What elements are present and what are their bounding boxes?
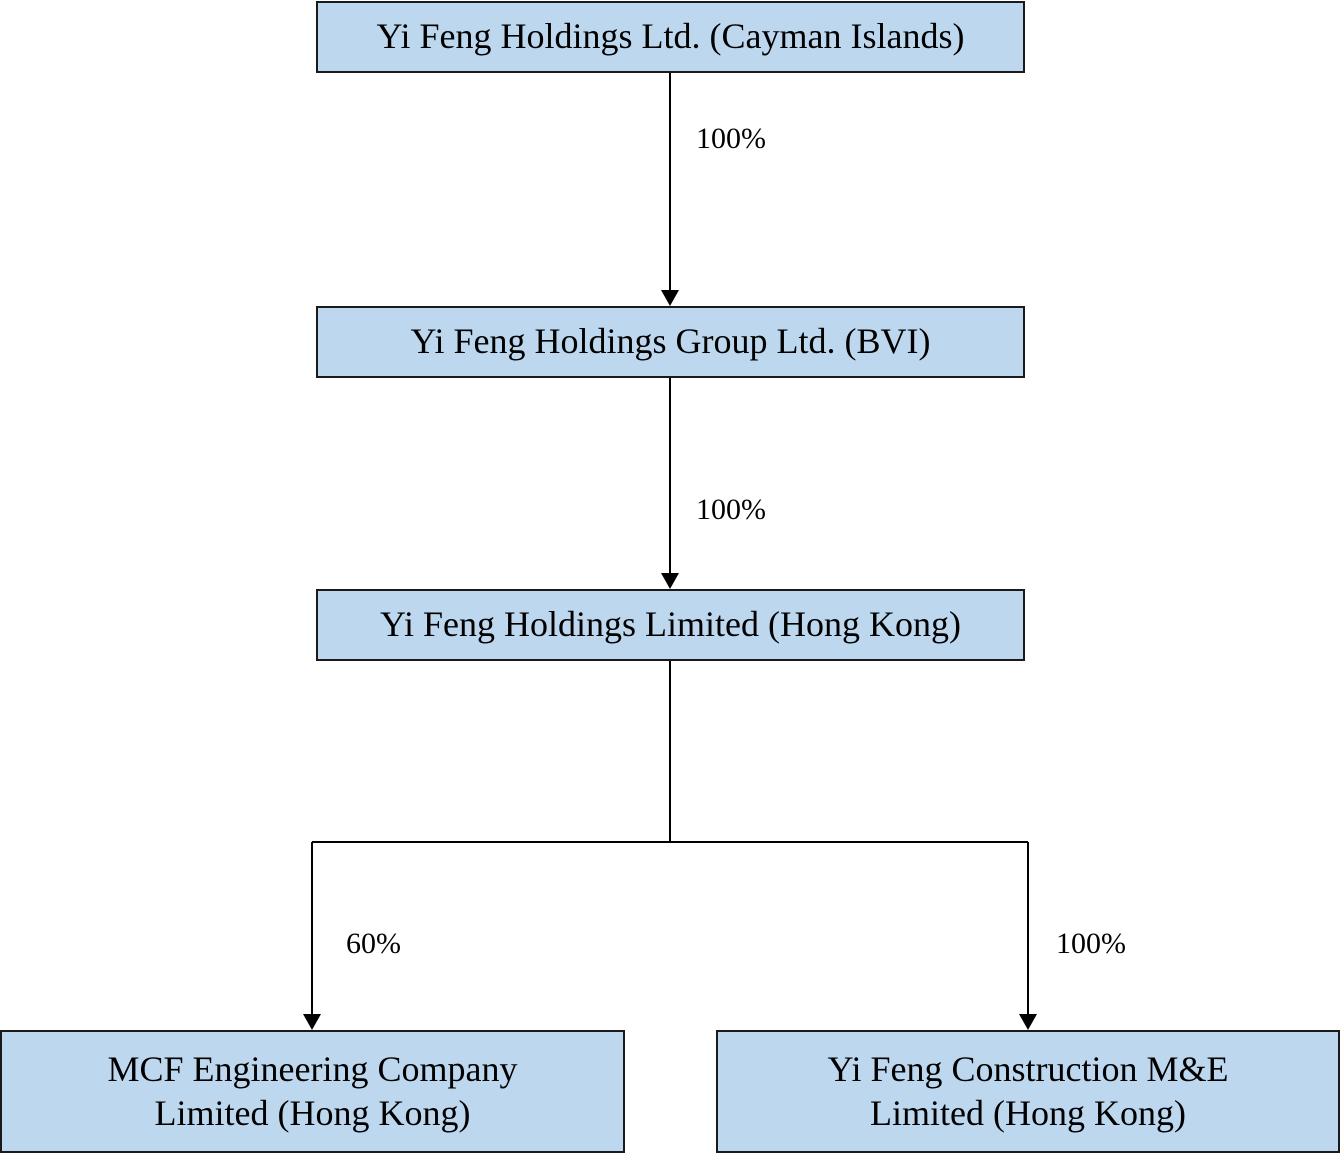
ownership-pct-bvi-hk: 100% [696, 493, 766, 526]
entity-label-me-line2: Limited (Hong Kong) [870, 1092, 1186, 1133]
ownership-pct-cayman-bvi: 100% [696, 122, 766, 155]
entity-box-construction-me: Yi Feng Construction M&E Limited (Hong K… [716, 1030, 1340, 1153]
entity-label-me-line1: Yi Feng Construction M&E [827, 1049, 1229, 1090]
arrowhead-mcf [303, 1014, 321, 1030]
entity-label-mcf-engineering: MCF Engineering Company Limited (Hong Ko… [108, 1048, 518, 1134]
arrowhead-bvi [661, 290, 679, 306]
entity-box-hong-kong: Yi Feng Holdings Limited (Hong Kong) [316, 589, 1025, 661]
arrowhead-hk [661, 573, 679, 589]
entity-label-hong-kong: Yi Feng Holdings Limited (Hong Kong) [380, 604, 961, 645]
ownership-pct-hk-mcf: 60% [346, 927, 401, 960]
entity-label-cayman: Yi Feng Holdings Ltd. (Cayman Islands) [376, 16, 965, 57]
arrowhead-me [1019, 1014, 1037, 1030]
entity-box-mcf-engineering: MCF Engineering Company Limited (Hong Ko… [0, 1030, 625, 1153]
entity-box-bvi: Yi Feng Holdings Group Ltd. (BVI) [316, 306, 1025, 378]
ownership-pct-hk-me: 100% [1056, 927, 1126, 960]
entity-label-mcf-line2: Limited (Hong Kong) [154, 1092, 471, 1133]
entity-label-construction-me: Yi Feng Construction M&E Limited (Hong K… [827, 1048, 1228, 1134]
entity-label-mcf-line1: MCF Engineering Company [107, 1049, 518, 1090]
entity-box-cayman: Yi Feng Holdings Ltd. (Cayman Islands) [316, 1, 1025, 73]
entity-label-bvi: Yi Feng Holdings Group Ltd. (BVI) [410, 321, 931, 362]
